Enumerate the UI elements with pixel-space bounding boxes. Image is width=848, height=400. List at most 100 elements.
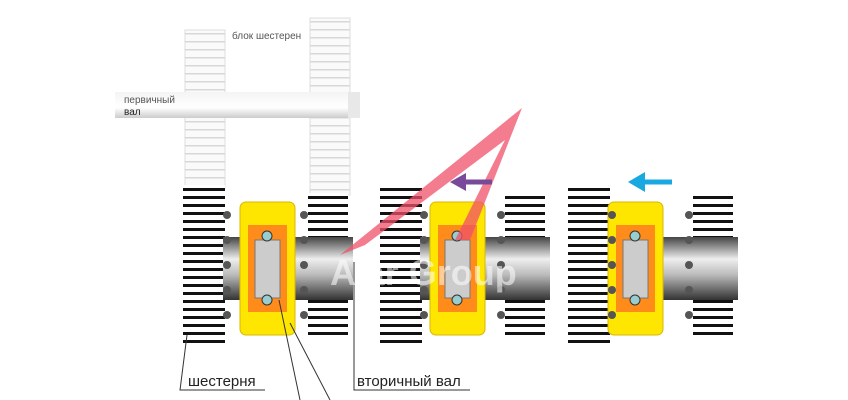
gear-tooth bbox=[380, 268, 422, 271]
dog-tooth bbox=[608, 311, 616, 319]
dog-tooth bbox=[223, 261, 231, 269]
gear-tooth bbox=[185, 129, 225, 131]
gear-tooth bbox=[183, 244, 225, 247]
gear-tooth bbox=[185, 153, 225, 155]
dog-tooth bbox=[300, 236, 308, 244]
gear-tooth bbox=[568, 212, 610, 215]
gear-tooth bbox=[183, 188, 225, 191]
gear-tooth bbox=[505, 308, 545, 311]
gear-tooth bbox=[568, 268, 610, 271]
hub-splines bbox=[622, 239, 649, 299]
gear bbox=[380, 185, 422, 345]
dog-tooth bbox=[223, 311, 231, 319]
dog-tooth bbox=[223, 286, 231, 294]
gear-tooth bbox=[310, 133, 350, 135]
gear-tooth bbox=[185, 65, 225, 67]
gear-tooth bbox=[310, 173, 350, 175]
primary-shaft-end bbox=[348, 92, 360, 118]
detent-ball bbox=[629, 294, 641, 306]
dog-tooth bbox=[685, 211, 693, 219]
detent-ball bbox=[629, 230, 641, 242]
gear-tooth bbox=[183, 308, 225, 311]
detent-ball bbox=[451, 294, 463, 306]
gear-tooth bbox=[693, 196, 733, 199]
gear-tooth bbox=[568, 236, 610, 239]
leader-lines bbox=[179, 262, 470, 400]
arrow-left-purple-icon bbox=[450, 173, 492, 191]
gear-tooth bbox=[380, 228, 422, 231]
detent-ball bbox=[261, 294, 273, 306]
gear-tooth bbox=[380, 292, 422, 295]
gear-tooth bbox=[380, 236, 422, 239]
gear-tooth bbox=[380, 300, 422, 303]
dog-tooth bbox=[420, 236, 428, 244]
gear-tooth bbox=[185, 41, 225, 43]
gear-tooth bbox=[693, 308, 733, 311]
secondary-shaft-label: вторичный вал bbox=[357, 373, 461, 390]
gear-tooth bbox=[308, 212, 348, 215]
gear-tooth bbox=[183, 276, 225, 279]
gear-tooth bbox=[183, 196, 225, 199]
gear-tooth bbox=[310, 165, 350, 167]
dog-tooth bbox=[608, 261, 616, 269]
gear-tooth bbox=[310, 29, 350, 31]
gear-tooth bbox=[568, 316, 610, 319]
gear-tooth bbox=[693, 204, 733, 207]
dog-tooth bbox=[497, 311, 505, 319]
gear-tooth bbox=[380, 276, 422, 279]
primary-shaft-label-2: вал bbox=[124, 107, 141, 118]
gear-tooth bbox=[568, 324, 610, 327]
primary-shaft-group bbox=[115, 17, 360, 196]
gear-tooth bbox=[183, 228, 225, 231]
gear-tooth bbox=[183, 268, 225, 271]
gear-tooth bbox=[308, 316, 348, 319]
gear-tooth bbox=[183, 324, 225, 327]
gear-tooth bbox=[568, 188, 610, 191]
gear-tooth bbox=[380, 188, 422, 191]
gear-tooth bbox=[568, 228, 610, 231]
gear-tooth bbox=[308, 196, 348, 199]
gear-tooth bbox=[568, 340, 610, 343]
shift-arrow-red bbox=[340, 108, 522, 255]
gear-tooth bbox=[568, 276, 610, 279]
synchronizer-unit bbox=[568, 185, 738, 345]
gear-tooth bbox=[310, 61, 350, 63]
gear-tooth bbox=[693, 332, 733, 335]
gear-tooth bbox=[693, 228, 733, 231]
gear-tooth bbox=[310, 125, 350, 127]
gear-tooth bbox=[380, 308, 422, 311]
gear-tooth bbox=[568, 292, 610, 295]
dog-tooth bbox=[497, 261, 505, 269]
gear-tooth bbox=[505, 204, 545, 207]
gear-tooth bbox=[505, 324, 545, 327]
gear-tooth bbox=[185, 145, 225, 147]
gear-tooth bbox=[183, 340, 225, 343]
dog-tooth bbox=[608, 286, 616, 294]
gear-tooth bbox=[568, 260, 610, 263]
gear-tooth bbox=[185, 73, 225, 75]
gear-tooth bbox=[380, 204, 422, 207]
gear-tooth bbox=[693, 212, 733, 215]
gear-tooth bbox=[308, 220, 348, 223]
gear-tooth bbox=[310, 77, 350, 79]
dog-tooth bbox=[300, 261, 308, 269]
gear-tooth bbox=[310, 45, 350, 47]
gear-tooth bbox=[310, 141, 350, 143]
gear-tooth bbox=[183, 292, 225, 295]
gear-tooth bbox=[310, 53, 350, 55]
dog-tooth bbox=[300, 286, 308, 294]
gear-tooth bbox=[505, 316, 545, 319]
gear-tooth bbox=[310, 21, 350, 23]
gear-tooth bbox=[380, 340, 422, 343]
gear-tooth bbox=[308, 308, 348, 311]
dog-tooth bbox=[685, 236, 693, 244]
gear-tooth bbox=[380, 260, 422, 263]
gear-tooth bbox=[183, 300, 225, 303]
gear-tooth bbox=[380, 324, 422, 327]
hub-splines bbox=[254, 239, 281, 299]
gear-tooth bbox=[183, 284, 225, 287]
gear-tooth bbox=[308, 204, 348, 207]
gear-tooth bbox=[185, 33, 225, 35]
gear-tooth bbox=[310, 189, 350, 191]
